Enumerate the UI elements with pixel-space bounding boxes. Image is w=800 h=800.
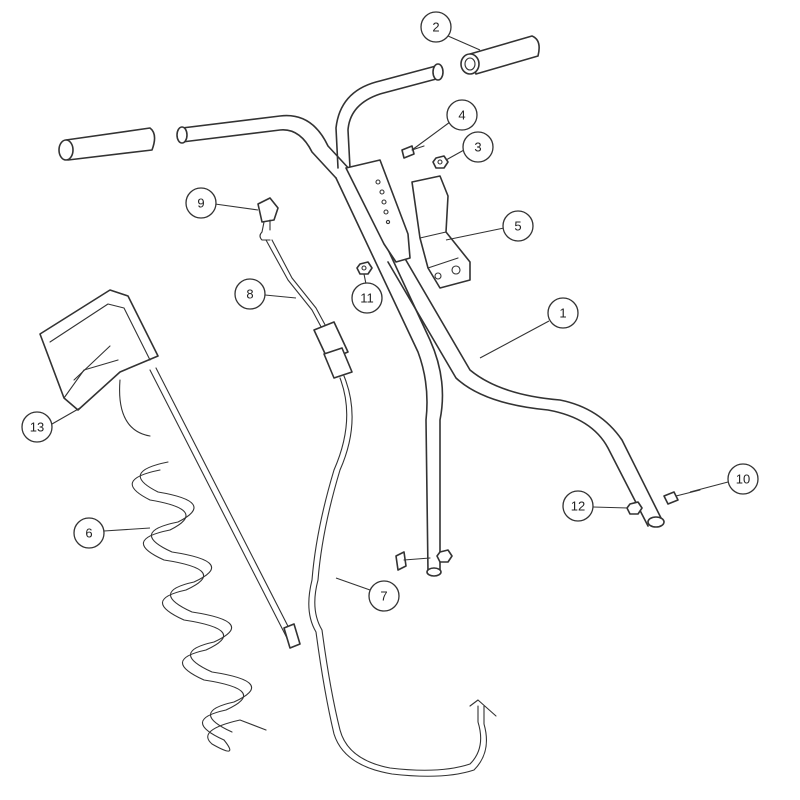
switch-9 — [257, 197, 279, 241]
bolt-nut-lower — [395, 549, 453, 571]
mount-bracket-5 — [411, 175, 471, 289]
callout-7-label: 7 — [380, 589, 387, 604]
callouts: 1 2 3 4 5 6 — [21, 11, 759, 612]
callout-10: 10 — [727, 463, 759, 495]
callout-6: 6 — [73, 517, 105, 549]
callout-2: 2 — [420, 11, 452, 43]
callout-3: 3 — [462, 131, 494, 163]
callout-8: 8 — [234, 278, 266, 310]
callout-13: 13 — [21, 411, 53, 443]
control-box-13 — [39, 289, 159, 411]
callout-4: 4 — [446, 99, 478, 131]
nut-3 — [432, 155, 449, 169]
callout-10-label: 10 — [736, 472, 750, 487]
callout-6-label: 6 — [85, 526, 92, 541]
callout-4-label: 4 — [458, 108, 465, 123]
nut-12 — [626, 501, 643, 515]
wire-harness-8 — [265, 239, 353, 379]
cable-7 — [308, 375, 497, 777]
callout-11-label: 11 — [360, 291, 374, 306]
callout-5: 5 — [502, 210, 534, 242]
callout-8-label: 8 — [246, 287, 253, 302]
left-grip — [58, 127, 156, 161]
callout-7: 7 — [368, 580, 400, 612]
handle-frame — [176, 63, 665, 577]
bolt-10 — [663, 489, 701, 505]
right-grip — [460, 35, 540, 75]
callout-5-label: 5 — [514, 219, 521, 234]
bolt-4 — [401, 145, 425, 159]
callout-1-label: 1 — [559, 306, 566, 321]
callout-9-label: 9 — [197, 196, 204, 211]
callout-2-label: 2 — [432, 20, 439, 35]
callout-12-label: 12 — [571, 499, 585, 514]
callout-1: 1 — [547, 297, 579, 329]
callout-12: 12 — [562, 490, 594, 522]
nut-11 — [356, 261, 373, 275]
callout-3-label: 3 — [474, 140, 481, 155]
callout-9: 9 — [185, 187, 217, 219]
callout-11: 11 — [351, 282, 383, 314]
coil-cable-6 — [119, 367, 301, 752]
callout-13-label: 13 — [30, 420, 44, 435]
